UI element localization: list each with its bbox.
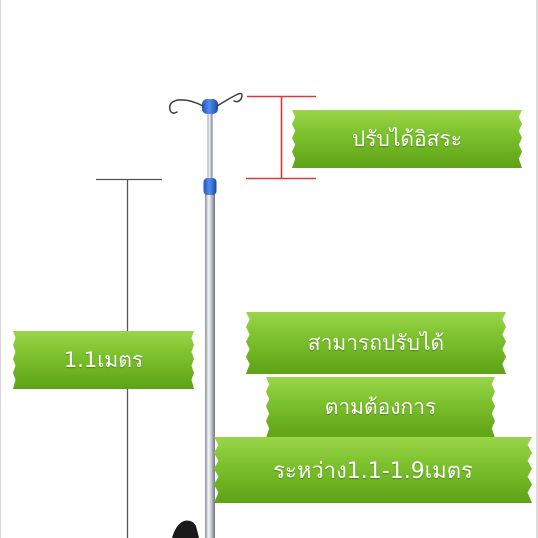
frame-left-border: [0, 0, 1, 538]
adjustable-label-line2: ตามต้องการ: [266, 377, 495, 438]
pole-base-caster: [172, 520, 199, 538]
height-label: 1.1เมตร: [13, 331, 194, 389]
iv-pole: [202, 99, 218, 538]
adjustable-label-line3: ระหว่าง1.1-1.9เมตร: [214, 437, 532, 503]
free-adjust-label: ปรับได้อิสระ: [292, 110, 522, 168]
height-lock-connector: [203, 178, 217, 195]
hook-left-icon: [168, 99, 204, 114]
adjustable-label-line1: สามารถปรับได้: [246, 312, 506, 374]
pole-top-cap: [202, 99, 218, 114]
frame-right-border: [536, 0, 538, 538]
hook-right-icon: [216, 92, 243, 107]
iv-hooks: [168, 92, 243, 114]
pole-lower-tube: [205, 190, 215, 538]
pole-upper-tube: [207, 112, 213, 192]
adjust-dimension-marker: [246, 95, 316, 180]
